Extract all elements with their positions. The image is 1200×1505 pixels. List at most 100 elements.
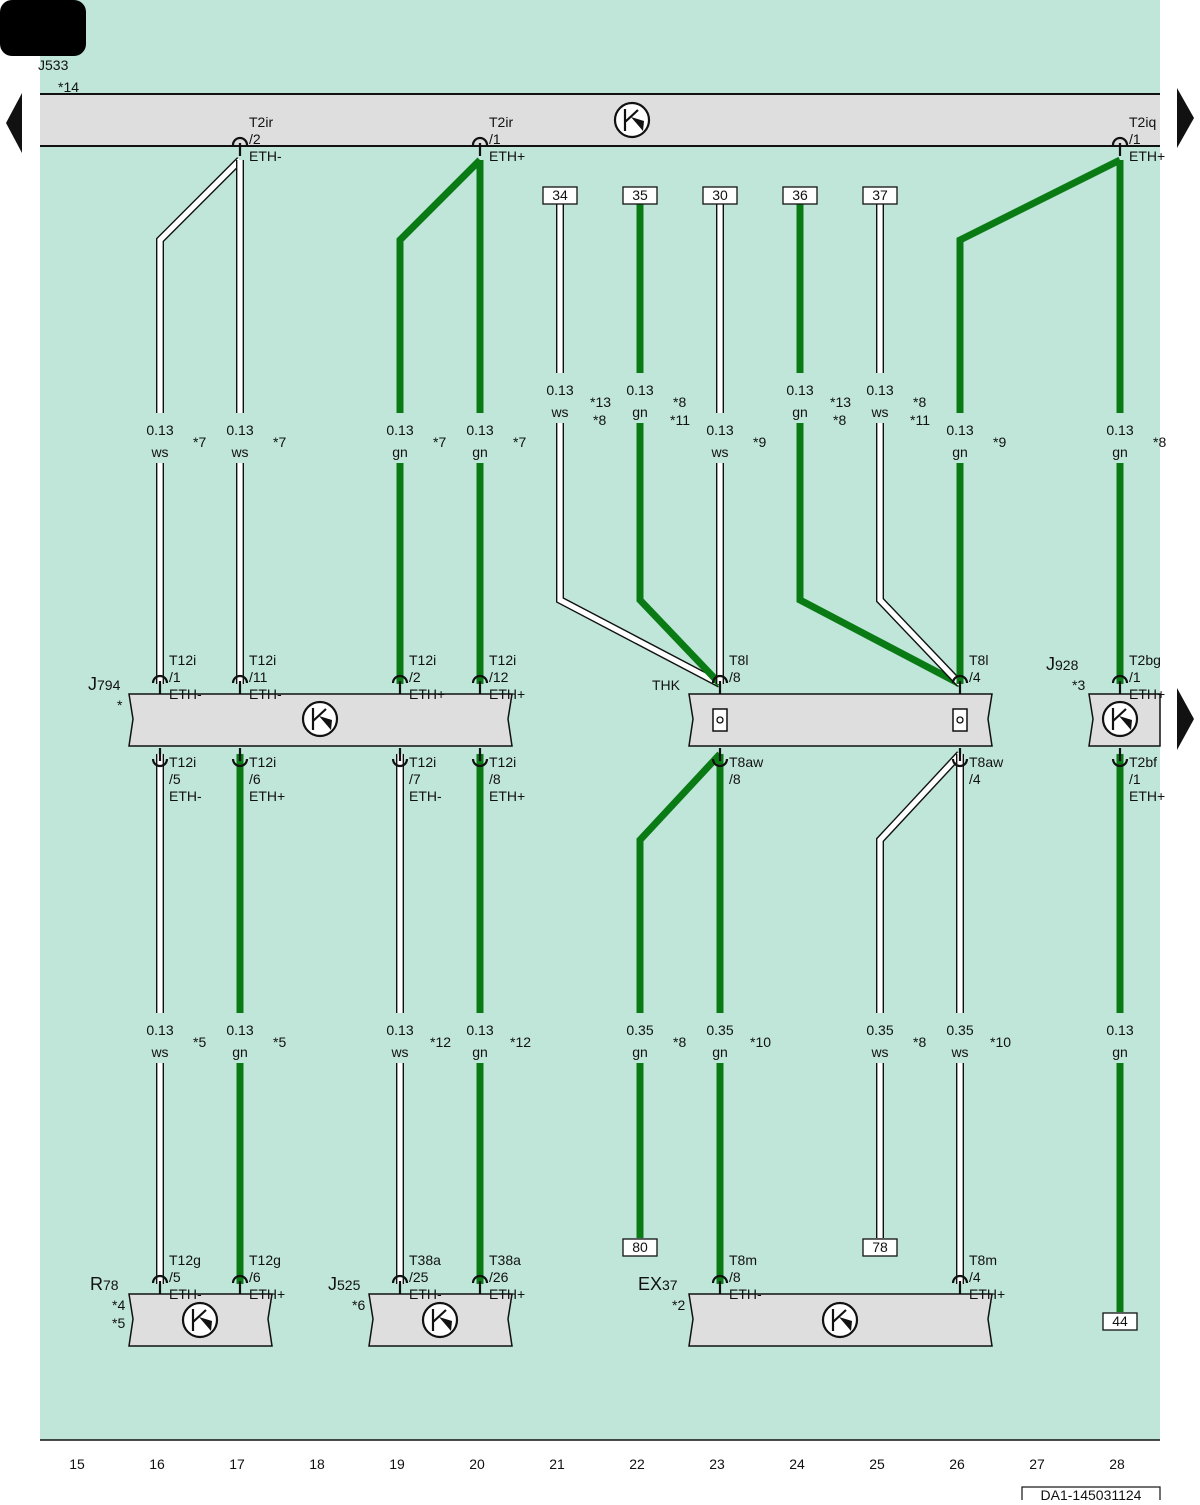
pin-label-line: ETH- <box>249 148 282 164</box>
wire-size-label: 0.13 <box>1106 1022 1133 1038</box>
pin-label: T8l/8 <box>729 652 748 685</box>
pin-label-line: T8l <box>729 652 748 668</box>
wire-color-label: gn <box>1112 444 1128 460</box>
component-j525-note: *6 <box>352 1297 365 1313</box>
pin-label-line: /5 <box>169 771 181 787</box>
pin-label-line: T12i <box>169 652 196 668</box>
connector-pin-icon <box>1111 136 1129 156</box>
wire-size-label: 0.13 <box>466 422 493 438</box>
wire-note-label: *8 <box>673 394 686 410</box>
pin-label-line: ETH- <box>169 1286 202 1302</box>
wire-color-label: ws <box>950 1044 968 1060</box>
wire-size-label: 0.13 <box>706 422 733 438</box>
connector-pin-icon <box>231 1274 249 1294</box>
pin-label-line: /1 <box>489 131 501 147</box>
wire-note-label: *7 <box>433 434 446 450</box>
pin-label-line: T8l <box>969 652 988 668</box>
wire-size-label: 0.35 <box>626 1022 653 1038</box>
module-thk <box>688 693 993 747</box>
ecu-icon <box>821 1301 859 1339</box>
connector-pin-icon <box>951 674 969 694</box>
connector-pin-icon <box>1111 674 1129 694</box>
wire-color-label: gn <box>1112 1044 1128 1060</box>
wire-size-label: 0.13 <box>386 422 413 438</box>
reference-box-label: 37 <box>872 187 888 203</box>
module-j928 <box>1088 693 1161 747</box>
pin-label-line: T12i <box>249 652 276 668</box>
connector-pin-icon <box>231 136 249 156</box>
pin-label-line: /1 <box>1129 771 1141 787</box>
pin-label-line: /4 <box>969 771 981 787</box>
connector-pin-icon <box>231 674 249 694</box>
pin-label-line: ETH- <box>409 1286 442 1302</box>
reference-box-label: 44 <box>1112 1313 1128 1329</box>
module-ex37 <box>688 1293 993 1347</box>
pin-label-line: /4 <box>969 1269 981 1285</box>
pin-label-line: T12i <box>249 754 276 770</box>
wire-color-label: ws <box>870 404 888 420</box>
reference-box-label: 30 <box>712 187 728 203</box>
wire-label: 0.13 gn <box>1101 1013 1139 1063</box>
wire-color-label: gn <box>792 404 808 420</box>
pin-label-line: /5 <box>169 1269 181 1285</box>
plug-terminal-icon <box>712 708 728 732</box>
component-j533-label: J533 <box>38 57 69 73</box>
pin-label-line: T38a <box>489 1252 521 1268</box>
pin-label: T8aw/8 <box>729 754 764 787</box>
pin-label-line: T2iq <box>1129 114 1156 130</box>
pin-label-line: ETH+ <box>249 1286 285 1302</box>
wire-color-label: ws <box>230 444 248 460</box>
component-j533-note: *14 <box>58 79 79 95</box>
connector-pin-icon <box>1111 748 1129 768</box>
component-j928-note: *3 <box>1072 677 1085 693</box>
wire-color-label: ws <box>390 1044 408 1060</box>
reference-box: 37 <box>862 186 898 205</box>
pin-label: T8l/4 <box>969 652 988 685</box>
wire-note-label: *12 <box>510 1034 531 1050</box>
pin-label-line: ETH+ <box>249 788 285 804</box>
reference-box-label: 80 <box>632 1239 648 1255</box>
arrow-right-icon[interactable] <box>1177 688 1194 750</box>
arrow-left-icon[interactable] <box>6 93 22 153</box>
pin-label-line: T8aw <box>969 754 1004 770</box>
connector-pin-icon <box>151 748 169 768</box>
component-ex37-note: *2 <box>672 1297 685 1313</box>
pin-label-line: T12i <box>409 754 436 770</box>
pin-label-line: /8 <box>729 1269 741 1285</box>
pin-label-line: T8aw <box>729 754 764 770</box>
connector-layer <box>151 136 1129 1294</box>
arrow-right-icon[interactable] <box>1177 88 1194 148</box>
wire-green <box>636 751 723 1238</box>
connector-pin-icon <box>151 674 169 694</box>
wire-note-label: *7 <box>193 434 206 450</box>
pin-label-line: /7 <box>409 771 421 787</box>
pin-label-line: /4 <box>969 669 981 685</box>
wire-note-label: *7 <box>513 434 526 450</box>
pin-label-line: ETH- <box>169 686 202 702</box>
pin-label-line: T12g <box>249 1252 281 1268</box>
connector-pin-icon <box>231 748 249 768</box>
pin-label-line: T12g <box>169 1252 201 1268</box>
wire-note-label: *11 <box>670 412 690 428</box>
pin-label-line: /12 <box>489 669 509 685</box>
wire-size-label: 0.13 <box>946 422 973 438</box>
connector-pin-icon <box>711 748 729 768</box>
wire-color-label: gn <box>472 444 488 460</box>
pin-label-line: /1 <box>169 669 181 685</box>
wire-size-label: 0.13 <box>786 382 813 398</box>
